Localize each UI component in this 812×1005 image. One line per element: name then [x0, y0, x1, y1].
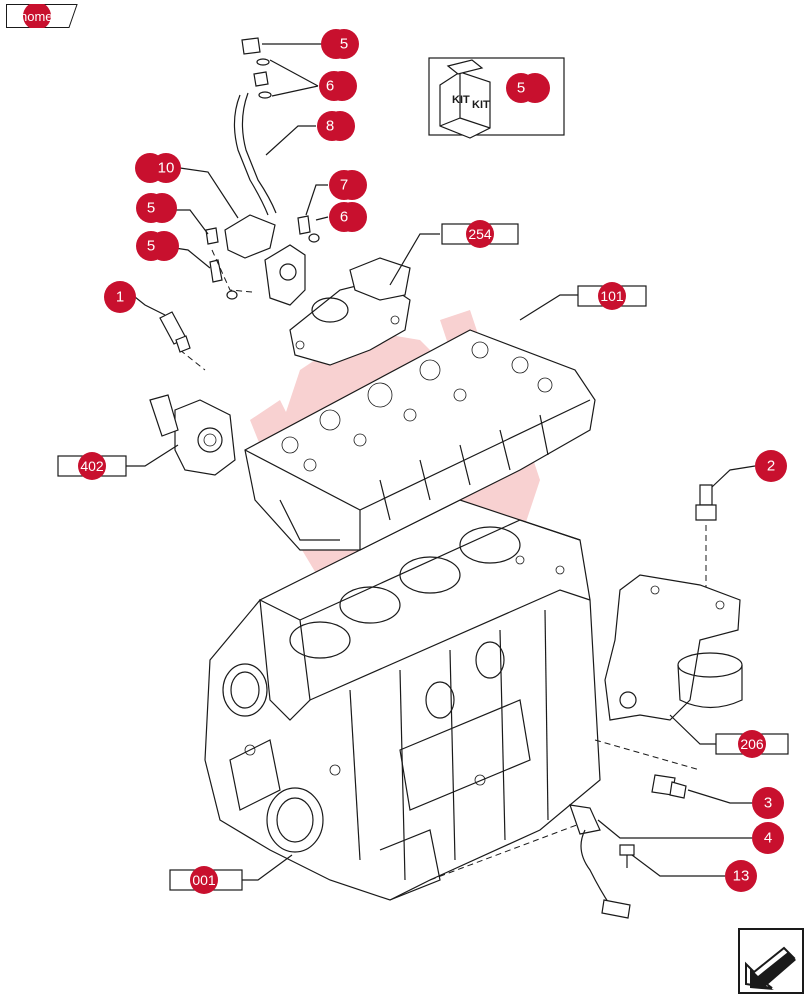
callout-8[interactable]: 8 [317, 111, 355, 141]
callout-1[interactable]: 1 [104, 281, 136, 313]
ref-101[interactable]: 101 [577, 282, 647, 310]
callout-3-label: 3 [764, 795, 772, 812]
home-tab-shape [6, 4, 78, 28]
callout-13-label: 13 [733, 868, 750, 885]
engine-block-drawing [204, 499, 601, 901]
callout-6-top[interactable]: 6 [319, 71, 357, 101]
callout-4[interactable]: 4 [752, 822, 784, 854]
coolant-outlet-drawing [149, 394, 236, 476]
ref-101-label: 101 [600, 288, 624, 304]
sensor-3-drawing [651, 774, 687, 799]
callout-5-b[interactable]: 5 [136, 231, 179, 261]
sensor-1-drawing [159, 311, 191, 353]
callout-2-label: 2 [767, 458, 775, 475]
thermostat-housing-drawing [289, 257, 411, 366]
arrow-icon [738, 928, 804, 994]
callout-1-label: 1 [116, 289, 124, 306]
callout-13[interactable]: 13 [725, 860, 757, 892]
ref-001-label: 001 [192, 872, 216, 888]
ref-206[interactable]: 206 [715, 730, 789, 758]
callout-2[interactable]: 2 [755, 450, 787, 482]
callout-3[interactable]: 3 [752, 787, 784, 819]
kit-label-right: KIT [472, 99, 490, 111]
callout-5-a-label: 5 [147, 200, 155, 217]
callout-4-label: 4 [764, 830, 772, 847]
callout-8-label: 8 [326, 118, 334, 135]
oil-filter-housing-drawing [594, 574, 743, 771]
kit-callout-label: 5 [517, 80, 525, 97]
callout-7[interactable]: 7 [329, 170, 367, 200]
ref-402-label: 402 [80, 458, 104, 474]
cylinder-head-drawing [244, 329, 596, 551]
callout-5-top[interactable]: 5 [321, 29, 359, 59]
callout-6-mid[interactable]: 6 [329, 202, 367, 232]
leader-lines [125, 43, 756, 881]
kit-box[interactable]: KIT KIT 5 [428, 57, 565, 139]
sensor-2-drawing [695, 484, 717, 590]
crank-sensor-4-drawing [569, 804, 631, 919]
callout-5-top-label: 5 [340, 36, 348, 53]
callout-10-label: 10 [158, 160, 175, 177]
home-button[interactable]: home [6, 4, 78, 28]
ref-206-label: 206 [740, 736, 764, 752]
back-arrow-button[interactable] [738, 928, 804, 994]
callout-5-b-label: 5 [147, 238, 155, 255]
callout-6-top-label: 6 [326, 78, 334, 95]
kit-label-left: KIT [452, 94, 470, 106]
ref-402[interactable]: 402 [57, 452, 127, 480]
callout-5-a[interactable]: 5 [136, 193, 177, 223]
ref-254-label: 254 [468, 226, 492, 242]
callout-7-label: 7 [340, 177, 348, 194]
ref-001[interactable]: 001 [169, 866, 243, 894]
bolt-13-drawing [619, 844, 635, 868]
ref-254[interactable]: 254 [441, 220, 519, 248]
home-label: home [20, 9, 53, 24]
injection-pump-drawing [179, 37, 320, 371]
callout-10[interactable]: 10 [135, 153, 181, 183]
callout-6-mid-label: 6 [340, 209, 348, 226]
